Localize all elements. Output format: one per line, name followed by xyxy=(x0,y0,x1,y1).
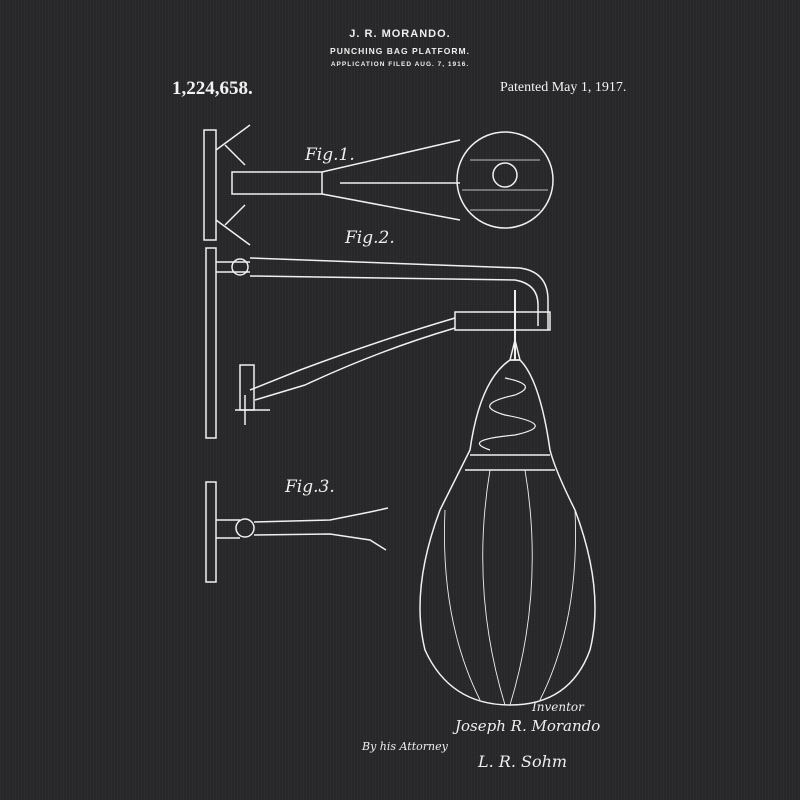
fig1-label: Fig.1. xyxy=(304,145,355,165)
inventor-label: Inventor xyxy=(532,700,584,714)
wall-plate-2 xyxy=(205,247,217,439)
wall-plate-1 xyxy=(203,129,217,241)
figure-2: Fig.2. xyxy=(205,228,551,439)
wall-plate-3 xyxy=(205,481,217,583)
fig2-label: Fig.2. xyxy=(344,228,395,248)
inventor-header: J. R. MORANDO. xyxy=(349,28,451,40)
arm-1 xyxy=(231,171,323,195)
platform-disc-1 xyxy=(456,131,554,229)
patent-title: PUNCHING BAG PLATFORM. xyxy=(330,46,470,56)
fig3-label: Fig.3. xyxy=(284,477,335,497)
application-filed: APPLICATION FILED AUG. 7, 1916. xyxy=(330,61,470,68)
figure-1: Fig.1. xyxy=(203,124,554,246)
patent-number: 1,224,658. xyxy=(172,78,253,99)
patented-date: Patented May 1, 1917. xyxy=(500,80,627,95)
by-attorney-label: By his Attorney xyxy=(362,740,448,753)
punching-bag xyxy=(419,359,596,706)
attorney-signature: L. R. Sohm xyxy=(478,752,568,771)
figure-3: Fig.3. xyxy=(205,477,389,583)
inventor-signature: Joseph R. Morando xyxy=(455,717,601,735)
platform-2 xyxy=(454,311,551,331)
